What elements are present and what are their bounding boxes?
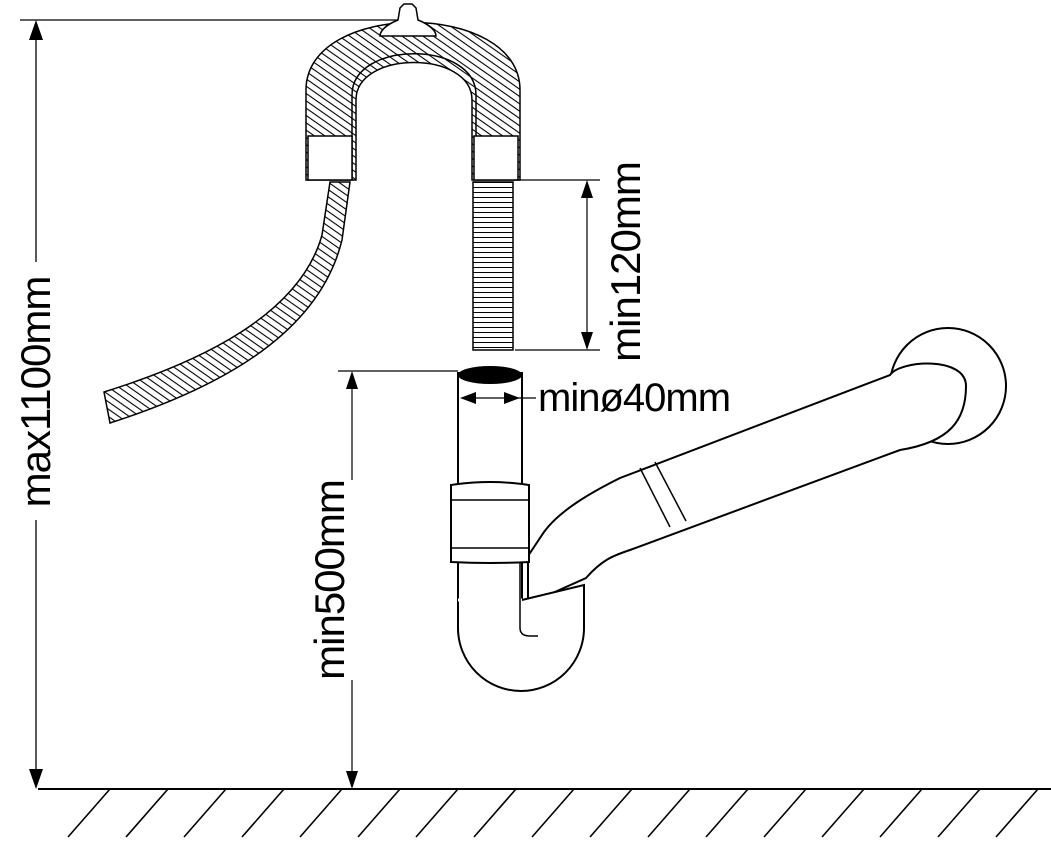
diameter-arrow-left bbox=[460, 392, 476, 404]
hook-drop-label: min120mm bbox=[602, 162, 649, 362]
diameter-symbol: ø bbox=[599, 376, 623, 420]
floor-hatching bbox=[67, 788, 1039, 838]
diameter-label-prefix: min bbox=[538, 376, 599, 420]
hose-guide-bend bbox=[305, 21, 521, 181]
siphon-trap bbox=[450, 327, 1007, 692]
pipe-joint-line-1 bbox=[639, 467, 671, 528]
hook-drop-arrow-top bbox=[581, 180, 593, 198]
hose-outlet-section bbox=[472, 181, 514, 351]
max-height-arrow-bottom bbox=[29, 769, 43, 789]
max-height-arrow-top bbox=[29, 20, 43, 40]
hose-guide-clip-right bbox=[473, 135, 519, 181]
drain-hose bbox=[103, 3, 521, 424]
hose-inlet-section bbox=[103, 181, 351, 424]
hose-guide-clip-left bbox=[307, 135, 353, 181]
standpipe-height-label: min500mm bbox=[306, 480, 353, 680]
diameter-label-value: 40mm bbox=[623, 376, 730, 420]
standpipe-height-dimension: min500mm bbox=[306, 370, 458, 789]
hose-guide-tie bbox=[379, 3, 437, 37]
pipe-joint-line-2 bbox=[654, 461, 687, 522]
hook-drop-dimension: min120mm bbox=[515, 162, 649, 362]
standpipe-nut bbox=[450, 481, 530, 564]
max-height-dimension: max1100mm bbox=[12, 19, 400, 789]
siphon-inner-line bbox=[519, 560, 538, 637]
standpipe bbox=[457, 372, 523, 486]
siphon-u-bend bbox=[457, 559, 585, 692]
hook-drop-arrow-bottom bbox=[581, 332, 593, 350]
siphon-outlet-pipe bbox=[527, 362, 968, 606]
standpipe-height-arrow-top bbox=[346, 371, 358, 389]
diameter-dimension: minø40mm bbox=[460, 376, 731, 420]
floor bbox=[38, 788, 1051, 838]
standpipe-opening bbox=[458, 366, 522, 384]
diameter-label: minø40mm bbox=[538, 376, 730, 420]
hose-guide-inner-edge bbox=[351, 53, 477, 180]
diameter-arrow-right bbox=[504, 392, 520, 404]
max-height-label: max1100mm bbox=[12, 277, 59, 508]
standpipe-height-arrow-bottom bbox=[346, 771, 358, 789]
